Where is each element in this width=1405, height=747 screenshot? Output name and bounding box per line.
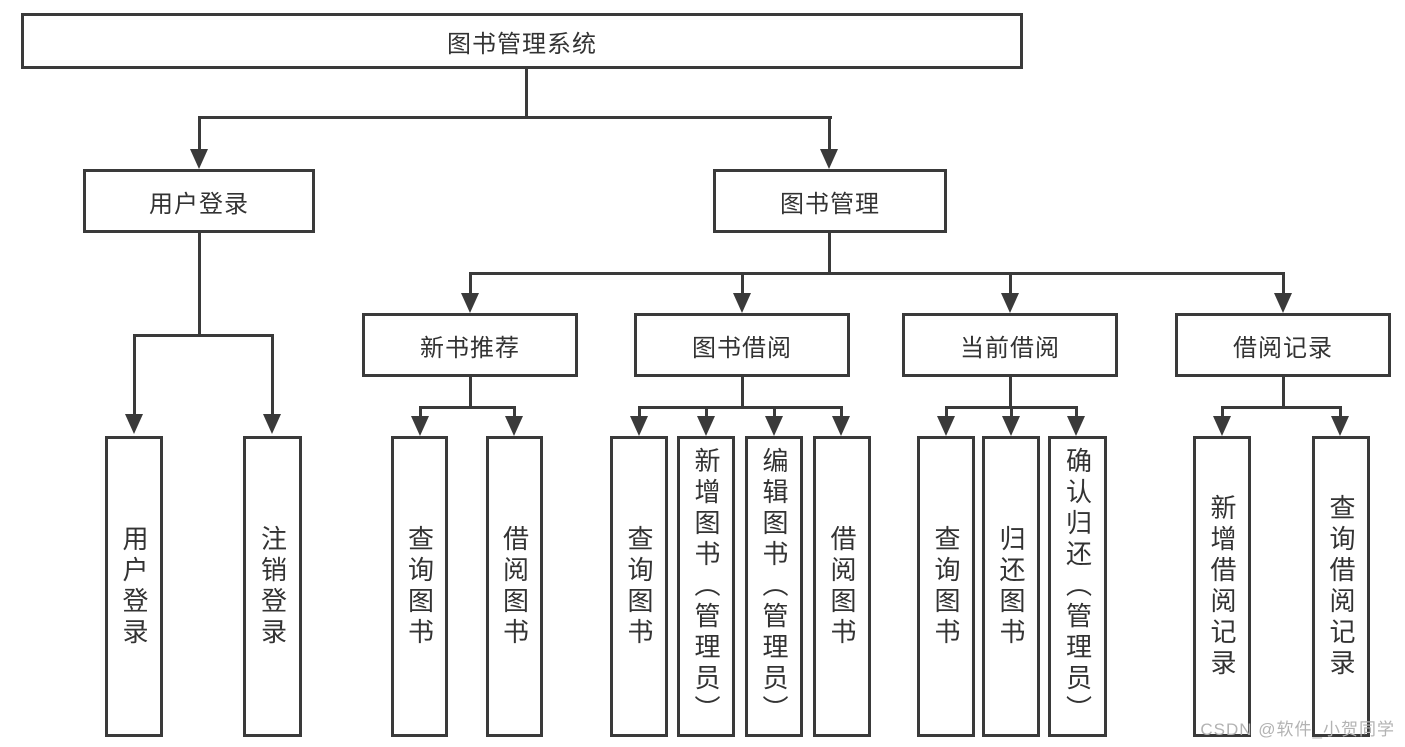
leaf-query-borrow-record: 查询借阅记录 bbox=[1312, 436, 1370, 737]
leaf-confirm-return-admin-label: 确认归还（管理员） bbox=[1062, 447, 1093, 726]
leaf-confirm-return-admin: 确认归还（管理员） bbox=[1048, 436, 1107, 737]
arrowhead-d3 bbox=[1067, 416, 1085, 436]
connector-drop-current-borrow bbox=[1009, 272, 1012, 295]
leaf-add-borrow-record: 新增借阅记录 bbox=[1193, 436, 1251, 737]
arrowhead-leaf-logout bbox=[263, 414, 281, 434]
connector-drop-d3 bbox=[1075, 406, 1078, 418]
arrowhead-c3 bbox=[765, 416, 783, 436]
connector-drop-e1 bbox=[1221, 406, 1224, 418]
connector-drop-new-book bbox=[469, 272, 472, 295]
connector-borrow-stub bbox=[741, 377, 744, 408]
connector-drop-book-mgmt bbox=[828, 116, 831, 151]
arrowhead-borrow-records bbox=[1274, 293, 1292, 313]
connector-drop-c4 bbox=[840, 406, 843, 418]
leaf-user-login: 用户登录 bbox=[105, 436, 163, 737]
connector-drop-e2 bbox=[1339, 406, 1342, 418]
connector-bookmgmt-stub bbox=[828, 233, 831, 274]
connector-drop-c1 bbox=[638, 406, 641, 418]
leaf-add-book-admin: 新增图书（管理员） bbox=[677, 436, 735, 737]
node-book-management: 图书管理 bbox=[713, 169, 947, 233]
leaf-current-query-books-label: 查询图书 bbox=[931, 524, 961, 649]
arrowhead-c1 bbox=[630, 416, 648, 436]
leaf-newbook-borrow-books: 借阅图书 bbox=[486, 436, 543, 737]
connector-root-stub bbox=[525, 69, 528, 118]
node-new-book-recommend: 新书推荐 bbox=[362, 313, 578, 377]
leaf-logout: 注销登录 bbox=[243, 436, 302, 737]
arrowhead-b1 bbox=[411, 416, 429, 436]
arrowhead-current-borrow bbox=[1001, 293, 1019, 313]
connector-drop-d2 bbox=[1010, 406, 1013, 418]
leaf-current-query-books: 查询图书 bbox=[917, 436, 975, 737]
connector-userlogin-splitter bbox=[133, 334, 274, 337]
leaf-borrow-borrow-books: 借阅图书 bbox=[813, 436, 871, 737]
node-current-borrowing: 当前借阅 bbox=[902, 313, 1118, 377]
connector-drop-book-borrow bbox=[741, 272, 744, 295]
leaf-return-books-label: 归还图书 bbox=[996, 524, 1026, 649]
arrowhead-book-borrow bbox=[733, 293, 751, 313]
arrowhead-leaf-login bbox=[125, 414, 143, 434]
connector-borrow-splitter bbox=[638, 406, 843, 409]
node-library-management-system: 图书管理系统 bbox=[21, 13, 1023, 69]
connector-newbook-stub bbox=[469, 377, 472, 408]
connector-drop-borrow-records bbox=[1282, 272, 1285, 295]
connector-drop-c2 bbox=[705, 406, 708, 418]
arrowhead-e1 bbox=[1213, 416, 1231, 436]
leaf-add-borrow-record-label: 新增借阅记录 bbox=[1207, 493, 1237, 680]
node-user-login: 用户登录 bbox=[83, 169, 315, 233]
connector-root-splitter bbox=[198, 116, 832, 119]
arrowhead-b2 bbox=[505, 416, 523, 436]
leaf-add-book-admin-label: 新增图书（管理员） bbox=[691, 447, 721, 726]
leaf-return-books: 归还图书 bbox=[982, 436, 1040, 737]
csdn-watermark: CSDN @软件_小贺同学 bbox=[1200, 720, 1395, 739]
connector-records-splitter bbox=[1221, 406, 1342, 409]
node-borrowing-records: 借阅记录 bbox=[1175, 313, 1391, 377]
connector-bookmgmt-splitter bbox=[469, 272, 1284, 275]
arrowhead-book-mgmt bbox=[820, 149, 838, 169]
connector-newbook-splitter bbox=[419, 406, 515, 409]
leaf-borrow-borrow-books-label: 借阅图书 bbox=[827, 524, 857, 649]
leaf-logout-label: 注销登录 bbox=[257, 524, 288, 649]
leaf-borrow-query-books-label: 查询图书 bbox=[624, 524, 654, 649]
arrowhead-d1 bbox=[937, 416, 955, 436]
connector-userlogin-stub bbox=[198, 233, 201, 336]
arrowhead-new-book bbox=[461, 293, 479, 313]
leaf-edit-book-admin-label: 编辑图书（管理员） bbox=[759, 447, 789, 726]
connector-records-stub bbox=[1282, 377, 1285, 408]
leaf-borrow-query-books: 查询图书 bbox=[610, 436, 668, 737]
connector-drop-c3 bbox=[773, 406, 776, 418]
leaf-query-borrow-record-label: 查询借阅记录 bbox=[1326, 493, 1356, 680]
node-book-borrowing: 图书借阅 bbox=[634, 313, 850, 377]
arrowhead-c2 bbox=[697, 416, 715, 436]
connector-drop-b2 bbox=[513, 406, 516, 418]
connector-drop-b1 bbox=[419, 406, 422, 418]
leaf-newbook-query-books-label: 查询图书 bbox=[404, 524, 435, 649]
connector-current-stub bbox=[1009, 377, 1012, 408]
connector-drop-leaf-logout bbox=[271, 334, 274, 416]
leaf-edit-book-admin: 编辑图书（管理员） bbox=[745, 436, 803, 737]
arrowhead-d2 bbox=[1002, 416, 1020, 436]
connector-drop-user-login bbox=[198, 116, 201, 151]
arrowhead-e2 bbox=[1331, 416, 1349, 436]
leaf-user-login-label: 用户登录 bbox=[119, 524, 149, 649]
arrowhead-user-login bbox=[190, 149, 208, 169]
arrowhead-c4 bbox=[832, 416, 850, 436]
leaf-newbook-query-books: 查询图书 bbox=[391, 436, 448, 737]
connector-drop-d1 bbox=[945, 406, 948, 418]
connector-drop-leaf-login bbox=[133, 334, 136, 416]
leaf-newbook-borrow-books-label: 借阅图书 bbox=[499, 524, 530, 649]
